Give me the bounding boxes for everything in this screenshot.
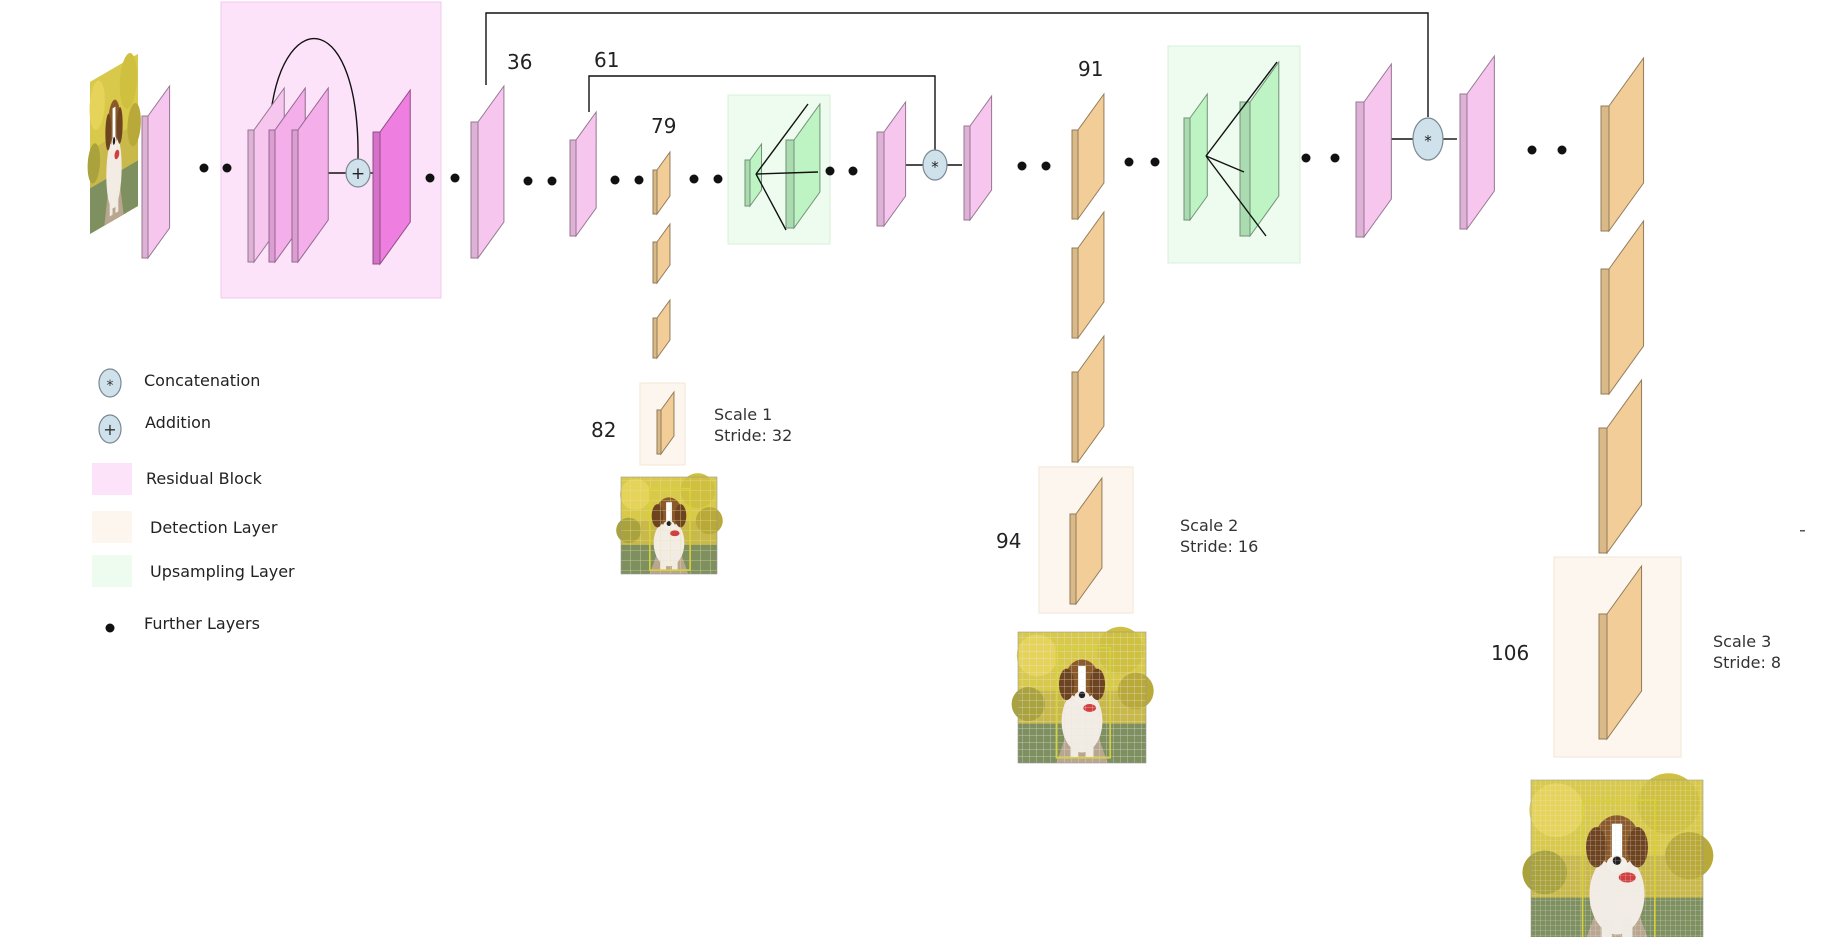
detection-layer-swatch: [92, 511, 132, 543]
scale-3-stride: Stride: 8: [1713, 653, 1781, 672]
legend-detection-layer-label: Detection Layer: [150, 518, 278, 537]
detection-layer-79-a: [652, 150, 671, 216]
further-layers-dot: [1017, 161, 1027, 171]
detection-output-scale-3-dog-grid-photo-icon: [1522, 773, 1714, 937]
scale-2-stride: Stride: 16: [1180, 537, 1258, 556]
further-layers-dot: [450, 173, 460, 183]
further-layers-dot: [1041, 161, 1051, 171]
detection-layer-106-a: [1600, 56, 1645, 233]
legend-residual-block: Residual Block: [92, 463, 263, 495]
detection-layer-106-b: [1600, 219, 1645, 396]
legend-concatenation: * Concatenation: [98, 368, 260, 398]
legend-addition: + Addition: [98, 413, 211, 444]
layer-number-106: 106: [1491, 641, 1529, 665]
legend-detection-layer: Detection Layer: [92, 511, 278, 543]
further-layers-dot: [425, 173, 435, 183]
upsample-fan-lines-1: [755, 103, 819, 231]
layer-36: [470, 84, 505, 260]
further-layers-dot: [199, 163, 209, 173]
layer-number-79: 79: [651, 114, 676, 138]
detection-layer-79-b: [652, 222, 671, 285]
further-layers-dot: [713, 174, 723, 184]
layer-number-82: 82: [591, 418, 616, 442]
upsampling-layer-swatch: [92, 555, 132, 587]
pink-layer-after-upsample-2: [1355, 62, 1392, 239]
detection-layer-106: [1598, 564, 1643, 741]
further-layers-dot: [1150, 157, 1160, 167]
layer-number-94: 94: [996, 529, 1021, 553]
residual-layer-dark: [372, 88, 411, 266]
residual-skip-arc: [270, 38, 359, 161]
svg-text:+: +: [351, 164, 365, 184]
further-layers-dot: [523, 176, 533, 186]
addition-symbol: +: [103, 420, 116, 439]
addition-icon: [98, 414, 122, 444]
skip-connection-61: [588, 75, 936, 152]
pink-layer-after-concat-2: [1459, 54, 1495, 231]
legend-residual-block-label: Residual Block: [146, 469, 263, 488]
scale-3-title: Scale 3: [1713, 632, 1771, 651]
further-layers-dot: [825, 166, 835, 176]
further-layers-dot: [610, 175, 620, 185]
further-layers-dot: [222, 163, 232, 173]
layer-number-91: 91: [1078, 57, 1103, 81]
further-layers-dot: [634, 175, 644, 185]
detection-layer-106-c: [1598, 378, 1643, 555]
legend-further-layers: Further Layers: [105, 614, 260, 633]
addition-op-icon: +: [345, 158, 371, 188]
legend-concatenation-label: Concatenation: [144, 371, 260, 390]
concatenation-symbol: *: [107, 378, 114, 394]
detection-output-scale-1-dog-grid-photo-icon: [616, 473, 723, 575]
minor-tick-mark: [1800, 530, 1805, 532]
svg-text:*: *: [1424, 132, 1432, 150]
legend-addition-label: Addition: [145, 413, 211, 432]
upsample-small-2: [1183, 92, 1208, 222]
pink-layer-after-upsample-1: [876, 100, 907, 228]
legend-upsampling-layer: Upsampling Layer: [92, 555, 295, 587]
residual-block-swatch: [92, 463, 132, 495]
concatenation-icon: [98, 368, 122, 398]
detection-output-scale-2-dog-grid-photo-icon: [1011, 626, 1154, 764]
scale-1-stride: Stride: 32: [714, 426, 792, 445]
further-layers-dot: [547, 176, 557, 186]
detection-layer-82: [656, 390, 675, 456]
upsample-fan-lines-2: [1205, 61, 1278, 237]
scale-1-title: Scale 1: [714, 405, 772, 424]
concatenation-op-icon-2: *: [1412, 117, 1444, 161]
input-adjacent-layer: [141, 84, 171, 260]
detection-layer-91-a: [1071, 92, 1105, 221]
skip-connection-36: [485, 12, 1429, 117]
further-layers-dot: [1527, 145, 1537, 155]
legend-further-layers-label: Further Layers: [144, 614, 260, 633]
legend: * Concatenation + Addition Residual Bloc…: [92, 368, 295, 633]
further-layers-dot: [689, 174, 699, 184]
further-layers-dot: [848, 166, 858, 176]
scale-2-title: Scale 2: [1180, 516, 1238, 535]
layer-61: [569, 110, 597, 238]
input-image-dog-photo-icon: [87, 46, 141, 236]
further-layers-dot-icon: [105, 623, 115, 633]
further-layers-dot: [1557, 145, 1567, 155]
detection-layer-94: [1069, 476, 1103, 606]
upsample-large-2: [1239, 60, 1280, 238]
upsample-large-1: [785, 102, 821, 230]
further-layers-dot: [1330, 153, 1340, 163]
further-layers-dot: [1301, 153, 1311, 163]
legend-upsampling-layer-label: Upsampling Layer: [150, 562, 295, 581]
further-layers-dot: [1124, 157, 1134, 167]
residual-layer-3: [291, 86, 329, 264]
detection-layer-91-c: [1071, 334, 1105, 464]
detection-layer-91-b: [1071, 210, 1105, 340]
svg-text:*: *: [931, 158, 939, 176]
detection-layer-79-c: [652, 298, 671, 360]
pink-layer-before-91: [963, 94, 993, 222]
layer-number-36: 36: [507, 50, 532, 74]
layer-number-61: 61: [594, 48, 619, 72]
concatenation-op-icon-1: *: [922, 149, 948, 181]
